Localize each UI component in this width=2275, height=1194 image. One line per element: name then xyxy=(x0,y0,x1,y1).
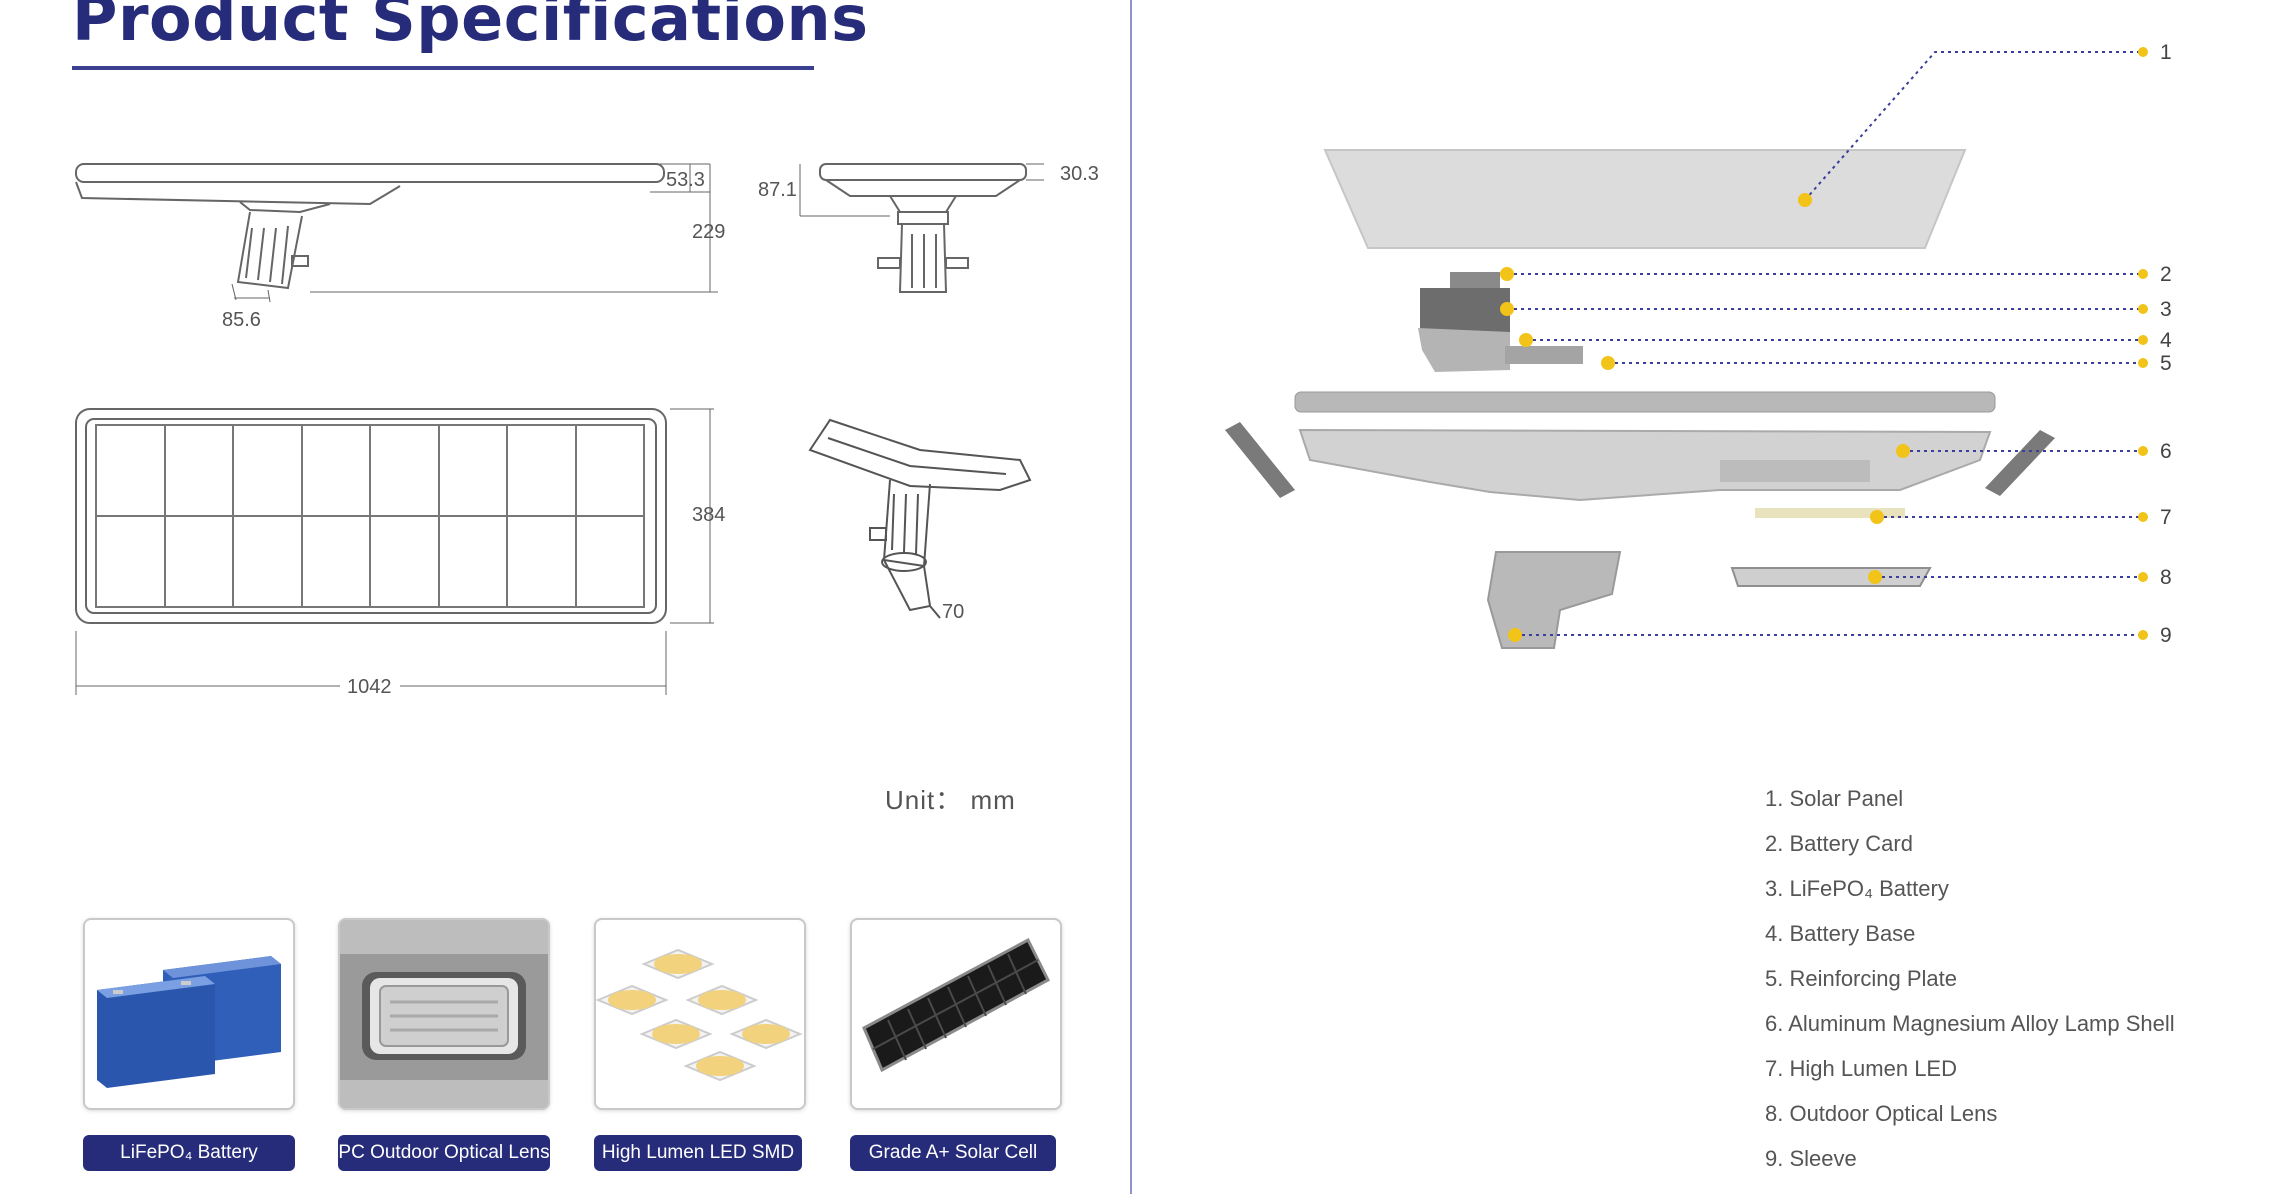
parts-list-item: 3. LiFePO₄ Battery xyxy=(1765,876,1949,901)
feature-card-battery xyxy=(83,918,295,1110)
part-lifepo4-battery xyxy=(1420,288,1510,332)
front-view-drawing: 87.1 30.3 xyxy=(758,163,1099,293)
part-lamp-shell xyxy=(1298,428,1992,502)
feature-label-battery: LiFePO₄ Battery xyxy=(83,1135,295,1171)
part-reinforcing-plate xyxy=(1505,346,1583,364)
feature-label-solar: Grade A+ Solar Cell xyxy=(850,1135,1056,1171)
parts-list-item: 7. High Lumen LED xyxy=(1765,1056,1957,1081)
parts-list: 1. Solar Panel 2. Battery Card 3. LiFePO… xyxy=(1765,785,2175,1190)
parts-list-item: 2. Battery Card xyxy=(1765,831,1913,856)
isometric-bracket-drawing: 70 xyxy=(808,418,1032,623)
callout-5: 5 xyxy=(2160,352,2172,375)
callout-7: 7 xyxy=(2160,506,2172,529)
callout-6: 6 xyxy=(2160,440,2172,463)
callout-8: 8 xyxy=(2160,566,2172,589)
feature-card-lens xyxy=(338,918,550,1110)
part-battery-base xyxy=(1418,328,1510,372)
part-led xyxy=(1755,508,1905,518)
callout-4: 4 xyxy=(2160,329,2172,352)
callout-3: 3 xyxy=(2160,298,2172,321)
part-solar-panel xyxy=(1323,149,1967,249)
dim-front-height-left: 87.1 xyxy=(758,179,797,201)
exploded-view-diagram: 1 2 3 4 5 6 7 8 9 xyxy=(1225,41,2172,649)
led-chip-icon xyxy=(596,948,803,1082)
parts-list-item: 9. Sleeve xyxy=(1765,1146,1857,1171)
feature-card-solar xyxy=(850,918,1062,1110)
feature-label-led: High Lumen LED SMD xyxy=(594,1135,802,1171)
side-view-drawing: 53.3 229 85.6 xyxy=(75,163,725,331)
dim-side-arm: 85.6 xyxy=(222,309,261,331)
callout-1: 1 xyxy=(2160,41,2172,64)
callout-2: 2 xyxy=(2160,263,2172,286)
parts-list-item: 8. Outdoor Optical Lens xyxy=(1765,1101,1998,1126)
dim-top-length: 1042 xyxy=(347,676,392,698)
parts-list-item: 5. Reinforcing Plate xyxy=(1765,966,1957,991)
battery-icon xyxy=(97,956,281,1088)
dim-side-height-total: 229 xyxy=(692,221,725,243)
parts-list-item: 4. Battery Base xyxy=(1765,921,1916,946)
part-end-cap-left xyxy=(1225,422,1295,498)
dim-top-width: 384 xyxy=(692,504,725,526)
top-view-drawing: 384 1042 xyxy=(75,408,725,698)
feature-card-led xyxy=(594,918,806,1110)
dim-side-height-small: 53.3 xyxy=(666,169,705,191)
part-battery-card xyxy=(1450,272,1500,290)
title-underline xyxy=(72,66,814,70)
part-optical-lens xyxy=(1730,567,1932,587)
solar-cell-icon xyxy=(862,937,1050,1073)
page-title: Product Specifications xyxy=(72,0,869,55)
part-long-bar xyxy=(1294,391,1996,413)
parts-list-item: 6. Aluminum Magnesium Alloy Lamp Shell xyxy=(1765,1011,2175,1036)
callout-9: 9 xyxy=(2160,624,2172,647)
feature-label-lens: PC Outdoor Optical Lens xyxy=(338,1135,550,1171)
unit-note: Unit： mm xyxy=(885,785,1016,815)
dim-pole-diameter: 70 xyxy=(942,601,964,623)
dim-front-height-right: 30.3 xyxy=(1060,163,1099,185)
parts-list-item: 1. Solar Panel xyxy=(1765,786,1904,811)
part-sleeve xyxy=(1486,551,1622,649)
column-divider xyxy=(1130,0,1132,1194)
part-end-cap-right xyxy=(1985,430,2055,496)
lens-icon xyxy=(340,920,548,1108)
